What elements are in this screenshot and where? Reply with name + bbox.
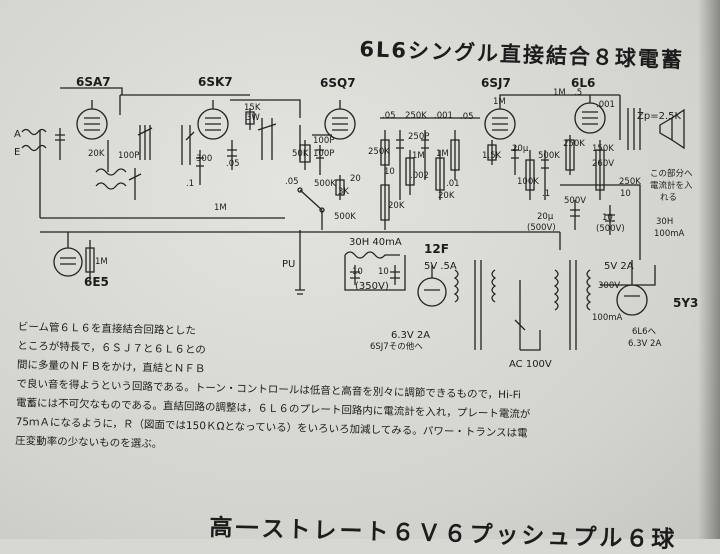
label-r250k-2: 250K	[368, 147, 390, 157]
label-note-1: この部分へ	[650, 169, 693, 179]
label-r500k-3: 500K	[538, 151, 560, 161]
label-c05-4: .05	[460, 112, 474, 122]
label-c01-c: .1	[542, 189, 551, 199]
label-c05-1: .05	[226, 159, 240, 169]
label-r300: 300	[196, 154, 213, 164]
label-zp: Zp=2.5K	[637, 111, 682, 122]
tube-label-12f: 12F	[424, 242, 449, 256]
label-r250k-1: 250K	[405, 111, 427, 121]
tube-label-5y3: 5Y3	[673, 296, 699, 310]
label-note-2: 電流計を入	[650, 181, 693, 191]
label-r500k-1: 500K	[314, 179, 336, 189]
label-c20u: 20μ	[512, 144, 529, 154]
tube-label-6sq7: 6SQ7	[320, 76, 356, 90]
label-r15k: 15K	[244, 103, 261, 113]
label-r1-5k: 1.5K	[482, 151, 502, 161]
label-100ma-b: 100mA	[592, 313, 623, 323]
label-ac100v: AC 100V	[509, 359, 552, 370]
label-c20u-500v: 20μ	[537, 212, 554, 222]
label-r50k: 50K	[292, 149, 309, 159]
label-r150k: 150K	[592, 144, 614, 154]
label-c10-500v: 10	[602, 213, 613, 223]
label-5v-2a: 5V 2A	[604, 261, 634, 272]
label-r1m-e: 1M	[214, 203, 227, 213]
label-500v: 500V	[564, 196, 587, 206]
label-c10: 10	[384, 167, 395, 177]
label-c10-d: 10	[352, 267, 363, 277]
label-c001: .001	[434, 111, 453, 121]
label-350v: (350V)	[355, 281, 389, 292]
label-c002: .002	[410, 171, 429, 181]
label-c100p-2: 100P	[313, 136, 335, 146]
label-500v-b: (500V)	[527, 223, 556, 233]
label-c10-b: 10	[620, 189, 631, 199]
tube-label-6l6: 6L6	[571, 76, 596, 90]
label-c100p: 100P	[118, 151, 140, 161]
tube-label-6sa7: 6SA7	[76, 75, 111, 89]
label-heater-2: 6SJ7その他へ	[370, 342, 423, 352]
label-c20: 20	[350, 174, 361, 184]
label-500v-c: (500V)	[596, 224, 625, 234]
label-c05-2: .05	[285, 177, 299, 187]
article-description: ビーム管６Ｌ６を直接結合回路とした ところが特長で，６ＳＪ７と６Ｌ６との 間に多…	[15, 318, 708, 467]
label-heater-1: 6.3V 2A	[391, 330, 431, 341]
label-r20k-2: 20K	[438, 191, 455, 201]
label-c001-2: .001	[596, 100, 615, 110]
magazine-page	[0, 0, 720, 539]
tube-label-6sj7: 6SJ7	[481, 76, 511, 90]
label-5v-5a: 5V .5A	[424, 261, 457, 272]
label-r20k-3: 20K	[388, 201, 405, 211]
label-r250k-3: 250K	[563, 139, 585, 149]
label-choke: 30H 40mA	[349, 237, 402, 248]
label-100ma: 100mA	[654, 229, 685, 239]
label-r1m-c: 1M	[493, 97, 506, 107]
label-c01-b: .01	[446, 179, 460, 189]
label-note-3: れる	[660, 193, 678, 203]
label-c10-e: 10	[378, 267, 389, 277]
label-r1m-d: 1M	[553, 88, 566, 98]
tube-label-6sk7: 6SK7	[198, 75, 233, 89]
label-r100k: 100K	[517, 177, 539, 187]
label-antenna-a: A	[14, 129, 21, 140]
label-c05-3: .05	[382, 111, 396, 121]
label-3w: 3W	[246, 113, 260, 123]
label-c05-5: .5	[574, 88, 583, 98]
page-edge-shadow	[698, 0, 720, 539]
label-c01: .1	[186, 179, 195, 189]
label-antenna-e: E	[14, 147, 21, 158]
label-r3k: 3K	[338, 187, 349, 197]
label-c250p: 250P	[408, 132, 430, 142]
circuit-schematic	[21, 87, 685, 351]
label-r20k: 20K	[88, 149, 105, 159]
label-r500k-2: 500K	[334, 212, 356, 222]
label-r1m-f: 1M	[95, 257, 108, 267]
label-heater-3: 6.3V 2A	[628, 339, 662, 349]
label-r1m-b: 1M	[436, 149, 449, 159]
label-pu: PU	[282, 259, 296, 270]
label-260v: 260V	[592, 159, 615, 169]
label-r250k-4: 250K	[619, 177, 641, 187]
label-c100p-3: 100P	[313, 149, 335, 159]
label-r1m-a: 1M	[412, 151, 425, 161]
label-300v: 300V	[598, 281, 621, 291]
label-6l6-to: 6L6へ	[632, 327, 657, 337]
label-30h: 30H	[656, 217, 674, 227]
